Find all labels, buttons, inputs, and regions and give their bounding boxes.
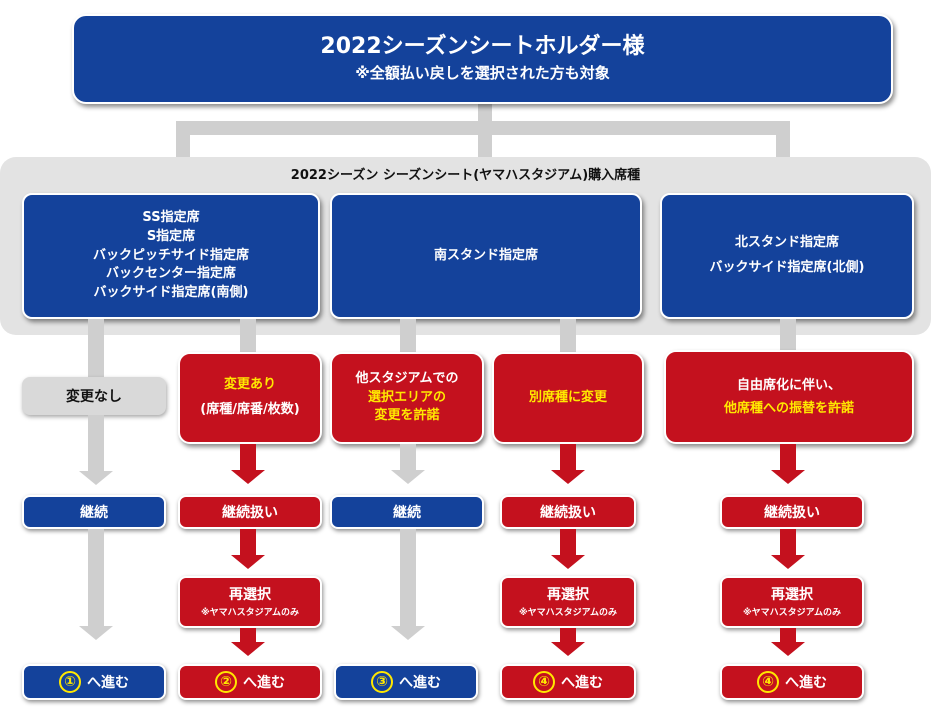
goto-col4: ④ へ進む [500,664,636,700]
arrow-red-col4-b [544,529,592,569]
line-col3 [400,319,416,359]
arrow-gray-col1-a [72,415,120,485]
goto-col4-number: ④ [533,671,555,693]
arrow-gray-col1-b [72,626,120,646]
goto-col3-label: へ進む [399,675,441,691]
step-reselect-col4: 再選択 ※ヤマハスタジアムのみ [500,576,636,628]
step-reselect-col4-label: 再選択 [547,586,589,603]
goto-col1: ① へ進む [22,664,166,700]
step-reselect-col2-label: 再選択 [229,586,271,603]
step-reselect-col5-note: ※ヤマハスタジアムのみ [742,608,842,619]
line-col4 [560,319,576,359]
seat-left-1: SS指定席 [142,209,200,225]
option-change-line1: 変更あり [223,377,276,393]
header-title: 2022シーズンシートホルダー様 [320,34,645,60]
step-reselect-col4-note: ※ヤマハスタジアムのみ [518,608,618,619]
step-continue-col1-label: 継続 [80,505,108,521]
goto-col3: ③ へ進む [334,664,478,700]
option-other-stadium-line1: 他スタジアムでの [355,370,459,386]
step-continue-handling-col4-label: 継続扱い [540,505,596,521]
seat-right-2: バックサイド指定席(北側) [709,260,865,275]
option-no-change: 変更なし [22,377,166,415]
line-col5 [780,319,796,355]
step-continue-handling-col2-label: 継続扱い [222,505,278,521]
arrow-gray-col3-a [384,444,432,484]
step-reselect-col5: 再選択 ※ヤマハスタジアムのみ [720,576,864,628]
panel-title: 2022シーズン シーズンシート(ヤマハスタジアム)購入席種 [290,168,641,183]
option-free-seat: 自由席化に伴い、 他席種への振替を許諾 [664,350,914,444]
seat-left-2: S指定席 [146,228,196,244]
step-continue-col1: 継続 [22,495,166,529]
goto-col5-number: ④ [757,671,779,693]
arrow-red-col5-b [764,529,812,569]
option-free-seat-line2: 他席種への振替を許諾 [723,401,854,416]
goto-col2: ② へ進む [178,664,322,700]
option-free-seat-line1: 自由席化に伴い、 [736,377,841,393]
goto-col5-label: へ進む [785,675,827,691]
step-reselect-col5-label: 再選択 [771,586,813,603]
connector-mid-drop [478,121,492,161]
arrow-red-col2-b [224,529,272,569]
step-continue-handling-col5-label: 継続扱い [764,505,820,521]
step-continue-handling-col4: 継続扱い [500,495,636,529]
step-continue-col3: 継続 [330,495,484,529]
option-change: 変更あり (席種/席番/枚数) [178,352,322,444]
step-continue-handling-col2: 継続扱い [178,495,322,529]
seat-left-5: バックサイド指定席(南側) [93,285,249,301]
connector-header-stem [478,104,492,126]
arrow-red-col5-c [764,628,812,658]
step-continue-handling-col5: 継続扱い [720,495,864,529]
line-col1 [88,319,104,381]
goto-col1-label: へ進む [87,675,129,691]
seat-box-middle: 南スタンド指定席 [330,193,642,319]
line-gray-col1-long [88,529,104,629]
goto-col5: ④ へ進む [720,664,864,700]
option-other-stadium-line2: 選択エリアの [367,389,446,405]
option-other-seat-label: 別席種に変更 [528,389,607,405]
seat-right-1: 北スタンド指定席 [734,235,839,251]
arrow-red-col2-c [224,628,272,658]
option-other-stadium-line3: 変更を許諾 [374,408,440,424]
connector-left-drop [176,121,190,161]
seat-box-left: SS指定席 S指定席 バックピッチサイド指定席 バックセンター指定席 バックサイ… [22,193,320,319]
goto-col2-label: へ進む [243,675,285,691]
goto-col2-number: ② [215,671,237,693]
option-other-seat: 別席種に変更 [492,352,644,444]
option-change-line2: (席種/席番/枚数) [200,402,300,417]
seat-left-3: バックピッチサイド指定席 [92,247,249,263]
step-reselect-col2: 再選択 ※ヤマハスタジアムのみ [178,576,322,628]
header-box: 2022シーズンシートホルダー様 ※全額払い戻しを選択された方も対象 [72,14,893,104]
goto-col4-label: へ進む [561,675,603,691]
arrow-red-col5-a [764,444,812,484]
seat-middle-1: 南スタンド指定席 [433,247,538,263]
arrow-red-col2-a [224,444,272,484]
seat-left-4: バックセンター指定席 [105,266,236,282]
option-no-change-label: 変更なし [66,389,122,405]
arrow-red-col4-a [544,444,592,484]
step-continue-col3-label: 継続 [393,505,421,521]
goto-col3-number: ③ [371,671,393,693]
seat-box-right: 北スタンド指定席 バックサイド指定席(北側) [660,193,914,319]
line-gray-col3-long [400,529,416,629]
arrow-gray-col3-b [384,626,432,646]
arrow-red-col4-c [544,628,592,658]
goto-col1-number: ① [59,671,81,693]
connector-right-drop [776,121,790,161]
line-col2 [240,319,256,359]
step-reselect-col2-note: ※ヤマハスタジアムのみ [200,608,300,619]
header-subtitle: ※全額払い戻しを選択された方も対象 [355,64,610,83]
option-other-stadium: 他スタジアムでの 選択エリアの 変更を許諾 [330,352,484,444]
